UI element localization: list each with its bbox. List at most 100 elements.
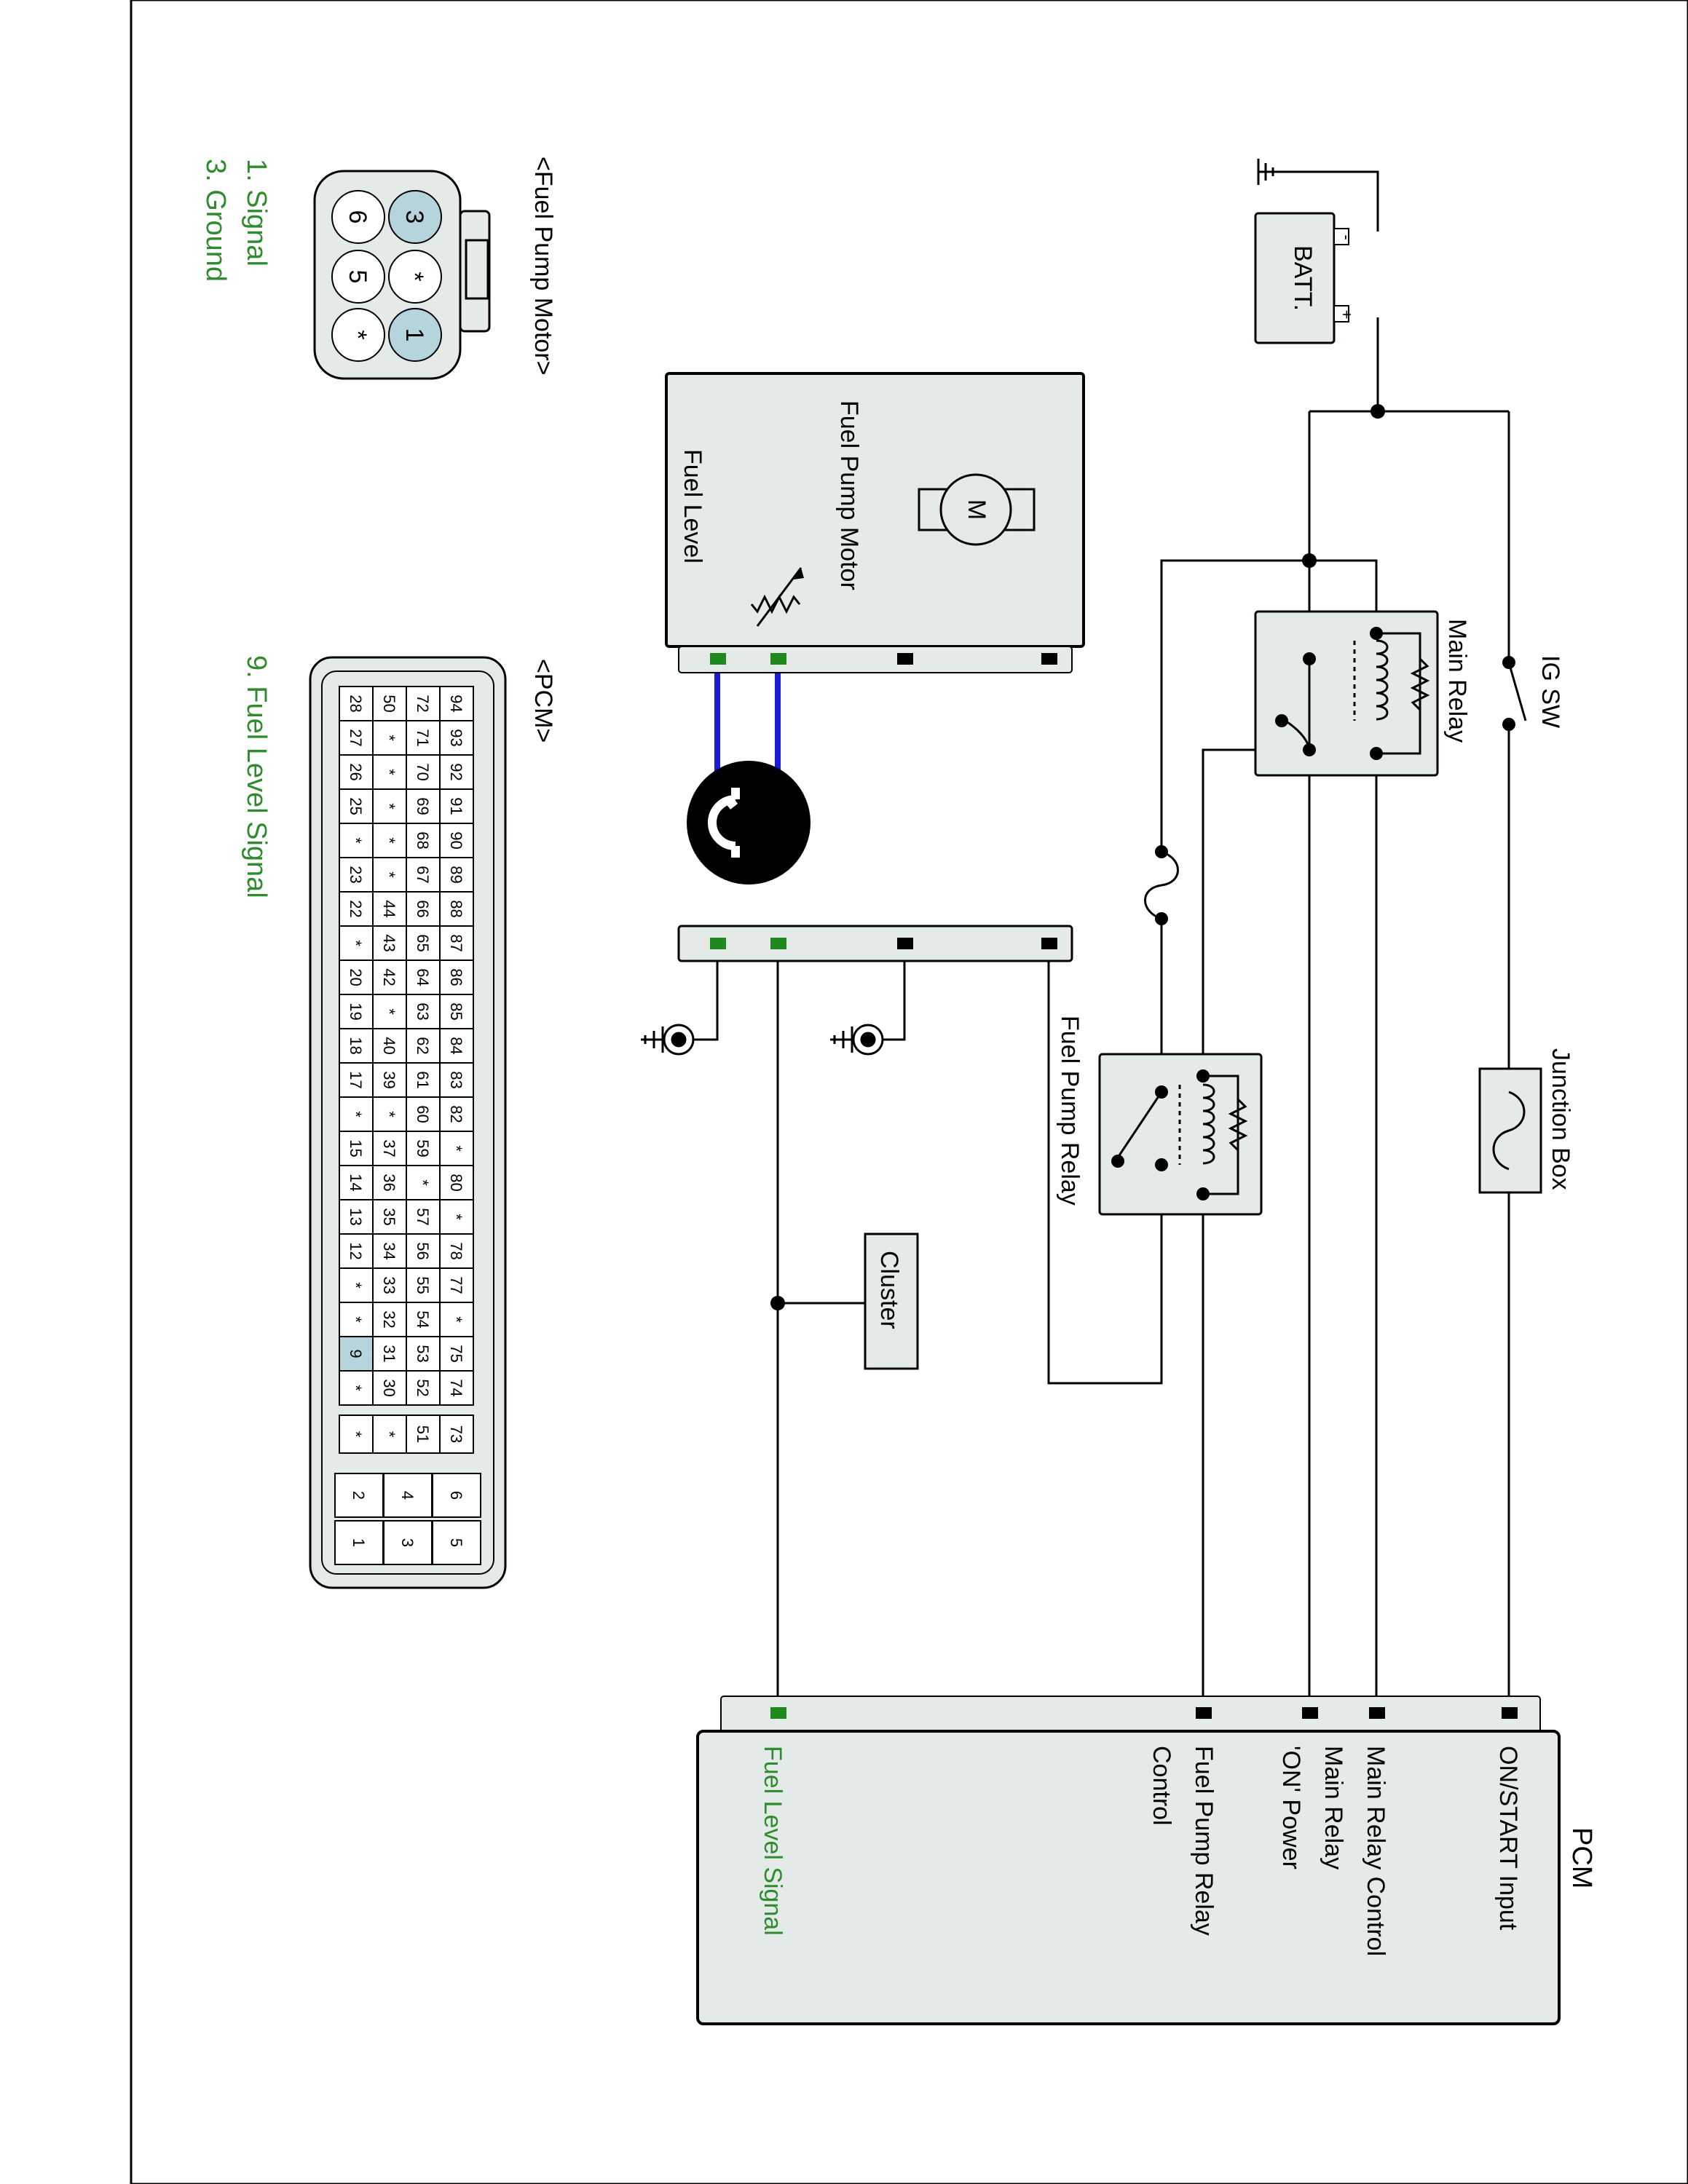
pcm-pin-label: * — [380, 1111, 398, 1117]
pcm-pin-label: 77 — [447, 1276, 465, 1294]
pcm-pin-cell — [406, 1062, 441, 1098]
pcm-pin-label: * — [347, 837, 365, 844]
pcm-pin-label: * — [380, 837, 398, 844]
pcm-pin-cell — [372, 960, 407, 995]
pcm-pin-cell — [406, 788, 441, 824]
pcm-pin-label: * — [447, 1214, 465, 1220]
battery-minus: - — [1338, 234, 1356, 240]
pcm-pin-label: * — [347, 1316, 365, 1323]
pcm-pin-cell — [406, 1370, 441, 1406]
fpm-legend-3: 3. Ground — [200, 159, 231, 282]
pcm-pin-cell — [339, 1370, 374, 1406]
pcm-pin-label: 52 — [414, 1379, 432, 1396]
fuel-pump-relay: Fuel Pump Relay — [1056, 1016, 1263, 1216]
pcm-pin-label: 3 — [398, 1538, 417, 1547]
pcm-pin-cell — [339, 1062, 374, 1098]
battery-plus: + — [1338, 310, 1356, 320]
pcm-pin-label: * — [347, 1431, 365, 1438]
junction-dots — [770, 404, 1385, 1310]
pcm-pin-label: 28 — [347, 695, 365, 712]
cluster: Cluster — [864, 1233, 919, 1370]
pcm: PCM ON/START Input Main Relay Control Ma… — [696, 1696, 1597, 2025]
pcm-pin-label: * — [414, 1179, 432, 1186]
pcm-pin-label: 32 — [380, 1310, 398, 1328]
pcm-pin-label: 37 — [380, 1139, 398, 1157]
pcm-pin-cell — [406, 891, 441, 927]
pcm-pin-label: 84 — [447, 1037, 465, 1054]
pcm-pin-label: 54 — [414, 1310, 432, 1328]
pcm-pin-cell — [439, 754, 474, 790]
pcm-pin-cell — [339, 857, 374, 893]
pcm-pin-label: 26 — [347, 763, 365, 780]
pcm-pin-label: 15 — [347, 1139, 365, 1157]
pcm-pin-cell — [439, 788, 474, 824]
pcm-pin-label: 17 — [347, 1071, 365, 1088]
pcm-pin-label: 67 — [414, 866, 432, 883]
motor-symbol: M — [963, 499, 990, 520]
pcm-pin-label: * — [347, 1282, 365, 1289]
pcm-pin-label: 12 — [347, 1242, 365, 1259]
pcm-pin-cell — [372, 823, 407, 858]
fuel-pump-motor-title: Fuel Pump Motor — [835, 400, 863, 590]
pcm-pin-label: 9 — [347, 1349, 365, 1358]
pcm-pin-label: 19 — [347, 1002, 365, 1020]
fpm-pin-1: 1 — [401, 328, 428, 342]
pcm-pin-cell — [339, 720, 374, 756]
pcm-pin-cell — [406, 1302, 441, 1337]
pcm-pin-label: * — [380, 735, 398, 741]
fpm-pin-blank2: * — [344, 330, 371, 339]
pcm-pin-cell — [372, 1415, 407, 1454]
pcm-pin-on-start: ON/START Input — [1494, 1746, 1522, 1931]
pcm-pin-label: 87 — [447, 934, 465, 951]
pcm-pin-label: 14 — [347, 1174, 365, 1191]
pcm-pin-label: * — [447, 1145, 465, 1152]
pcm-pin-label: 73 — [447, 1425, 465, 1443]
pcm-pin-cell — [339, 1233, 374, 1269]
pcm-pin-cell — [406, 1028, 441, 1064]
pcm-pin-label: 86 — [447, 968, 465, 986]
pcm-pin-label: 63 — [414, 1002, 432, 1020]
pcm-pin-label: 27 — [347, 729, 365, 746]
page-border — [130, 0, 1688, 2184]
pcm-pin-label: 53 — [414, 1345, 432, 1362]
harness-wires — [714, 666, 781, 783]
pcm-pin-label: 74 — [447, 1379, 465, 1396]
pcm-pin-label: 40 — [380, 1037, 398, 1054]
pcm-pin-label: 50 — [380, 695, 398, 712]
pcm-pin-label: * — [380, 1431, 398, 1438]
cluster-label: Cluster — [875, 1251, 903, 1329]
fuel-pump-motor-connector: <Fuel Pump Motor> 3 * 1 6 5 * 1. Signal … — [200, 157, 557, 380]
pcm-pin-label: 56 — [414, 1242, 432, 1259]
pcm-pin-label: 69 — [414, 797, 432, 815]
pcm-pin-label: 6 — [447, 1491, 465, 1500]
ig-switch-label: IG SW — [1537, 655, 1564, 728]
pcm-pin-label: 75 — [447, 1345, 465, 1362]
pcm-pin-main-relay: Main Relay — [1320, 1746, 1347, 1870]
pcm-pin-control: Control — [1148, 1746, 1175, 1826]
main-relay: Main Relay — [1254, 610, 1471, 777]
junction-box: Junction Box — [1478, 1048, 1574, 1194]
pcm-pin-label: 94 — [447, 695, 465, 712]
pcm-pin-cell — [406, 720, 441, 756]
pcm-pin-cell — [339, 925, 374, 961]
pcm-pin-label: * — [380, 769, 398, 775]
pcm-pin-label: * — [347, 1385, 365, 1391]
pcm-pin-label: 72 — [414, 695, 432, 712]
pcm-pin-label: 64 — [414, 968, 432, 986]
pcm-pin-label: 92 — [447, 763, 465, 780]
pcm-pin-cell — [383, 1520, 433, 1565]
pcm-pin-cell — [383, 1473, 433, 1518]
junction-box-label: Junction Box — [1547, 1048, 1574, 1190]
pcm-pin-cell — [439, 1415, 474, 1454]
pcm-pin-cell — [432, 1520, 481, 1565]
pcm-pin-label: 25 — [347, 797, 365, 815]
pcm-pin-cell — [406, 994, 441, 1029]
pcm-pin-grid: 94939291908988878685848382*80*7877*75747… — [334, 686, 481, 1565]
pcm-pin-cell — [334, 1473, 384, 1518]
pcm-connector: <PCM> 94939291908988878685848382*80*7877… — [241, 655, 557, 1589]
pcm-pin-cell — [439, 1370, 474, 1406]
pcm-pin-cell — [439, 1131, 474, 1166]
fpm-pin-6: 6 — [344, 210, 371, 224]
pcm-pin-cell — [439, 686, 474, 721]
